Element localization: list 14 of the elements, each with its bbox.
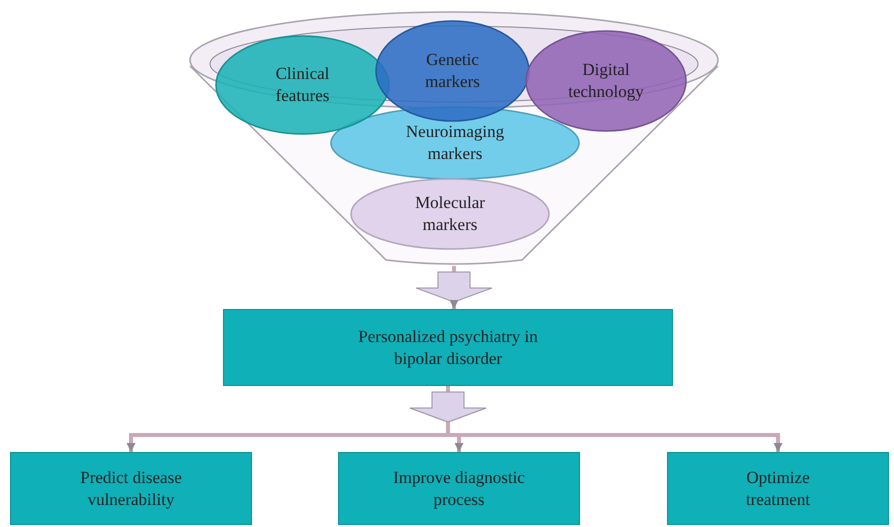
process-box xyxy=(338,452,580,525)
process-box xyxy=(223,309,673,386)
node-label: Clinical features xyxy=(274,62,330,107)
process-box xyxy=(667,452,889,525)
node-label: Molecular markers xyxy=(414,192,486,236)
node-label: Optimize treatment xyxy=(744,466,812,510)
connector-arrow xyxy=(416,266,492,309)
node-label: Predict disease vulnerability xyxy=(79,466,183,511)
node-label: Digital technology xyxy=(567,58,645,103)
node-label: Personalized psychiatry in bipolar disorder xyxy=(357,325,539,370)
process-box xyxy=(10,452,252,525)
node-label: Genetic markers xyxy=(424,48,481,93)
node-label: Neuroimaging markers xyxy=(404,120,506,165)
node-label: Improve diagnostic process xyxy=(392,466,526,511)
